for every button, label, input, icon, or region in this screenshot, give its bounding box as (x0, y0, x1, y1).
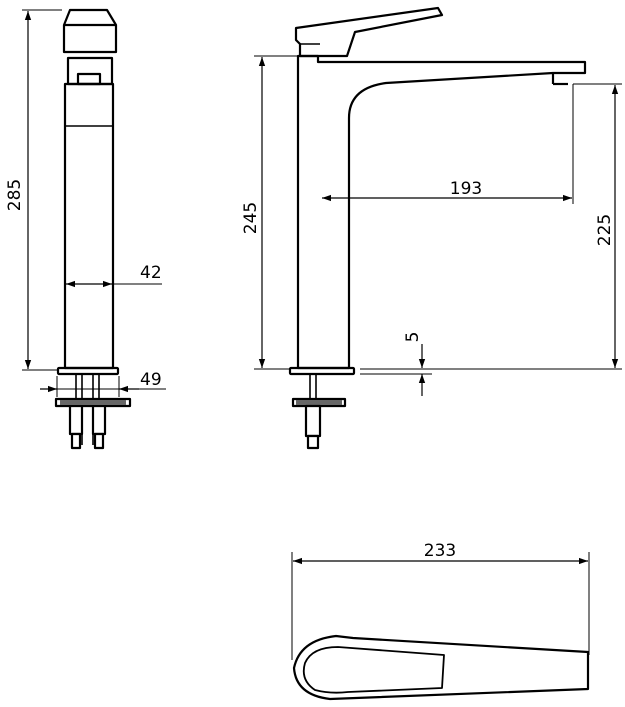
dim-spout-reach: 193 (322, 84, 574, 204)
top-view (292, 634, 590, 701)
dim-body-width: 42 (66, 263, 162, 288)
dim-spout-height: 225 (360, 83, 622, 370)
front-handle (294, 6, 444, 58)
top-handle (302, 646, 445, 694)
side-base (56, 366, 120, 376)
label-total-height: 285 (5, 179, 25, 211)
label-spout-reach: 193 (450, 179, 482, 199)
dim-faucet-height: 245 (241, 55, 298, 370)
front-base (288, 366, 356, 376)
dim-top-length: 233 (291, 541, 590, 660)
label-faucet-height: 245 (241, 202, 261, 234)
side-view (54, 8, 132, 450)
label-spout-height: 225 (595, 214, 615, 246)
dim-base-thickness: 5 (360, 332, 432, 396)
dim-base-width: 49 (40, 370, 166, 397)
label-base-thickness: 5 (403, 332, 423, 343)
side-handle (62, 8, 118, 54)
side-neck (66, 56, 114, 86)
label-body-width: 42 (140, 263, 162, 283)
top-outline (292, 634, 590, 701)
front-body-spout (296, 54, 587, 370)
label-top-length: 233 (424, 541, 456, 561)
front-view (288, 6, 587, 450)
label-base-width: 49 (140, 370, 162, 390)
dim-total-height: 285 (5, 9, 62, 371)
